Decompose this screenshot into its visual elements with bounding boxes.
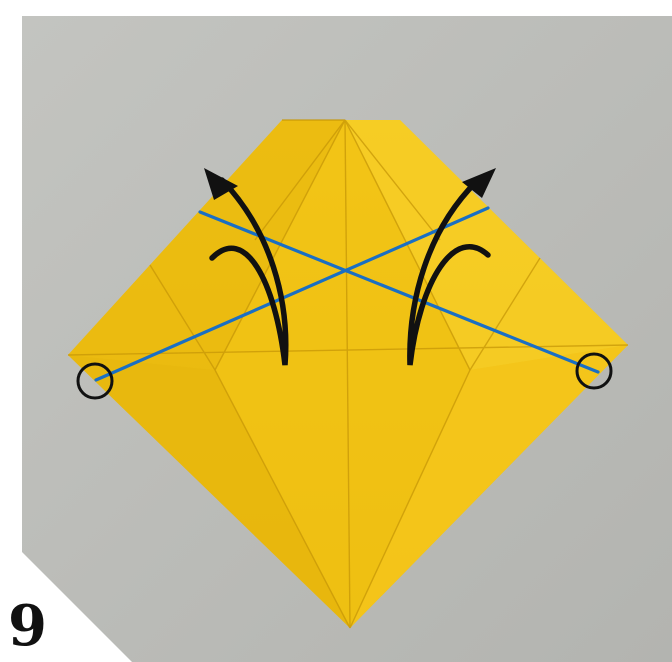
step-number: 9: [8, 598, 47, 654]
